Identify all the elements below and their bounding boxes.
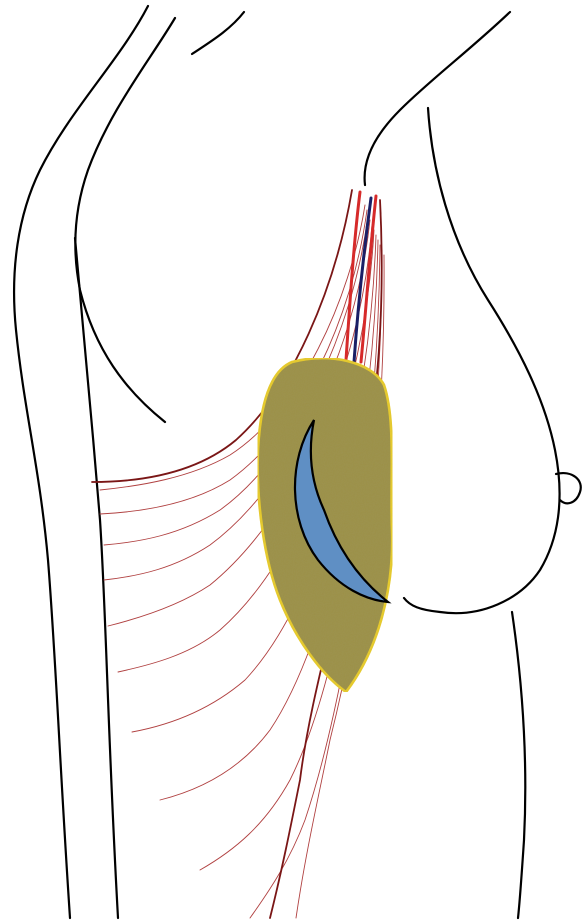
flank-contour — [512, 612, 525, 918]
breast-contour — [404, 108, 560, 613]
back-contour — [14, 6, 148, 918]
arm-inner-contour — [75, 238, 118, 918]
arm-contour — [75, 18, 175, 422]
neck-contour — [192, 12, 244, 54]
shoulder-contour — [365, 12, 510, 185]
